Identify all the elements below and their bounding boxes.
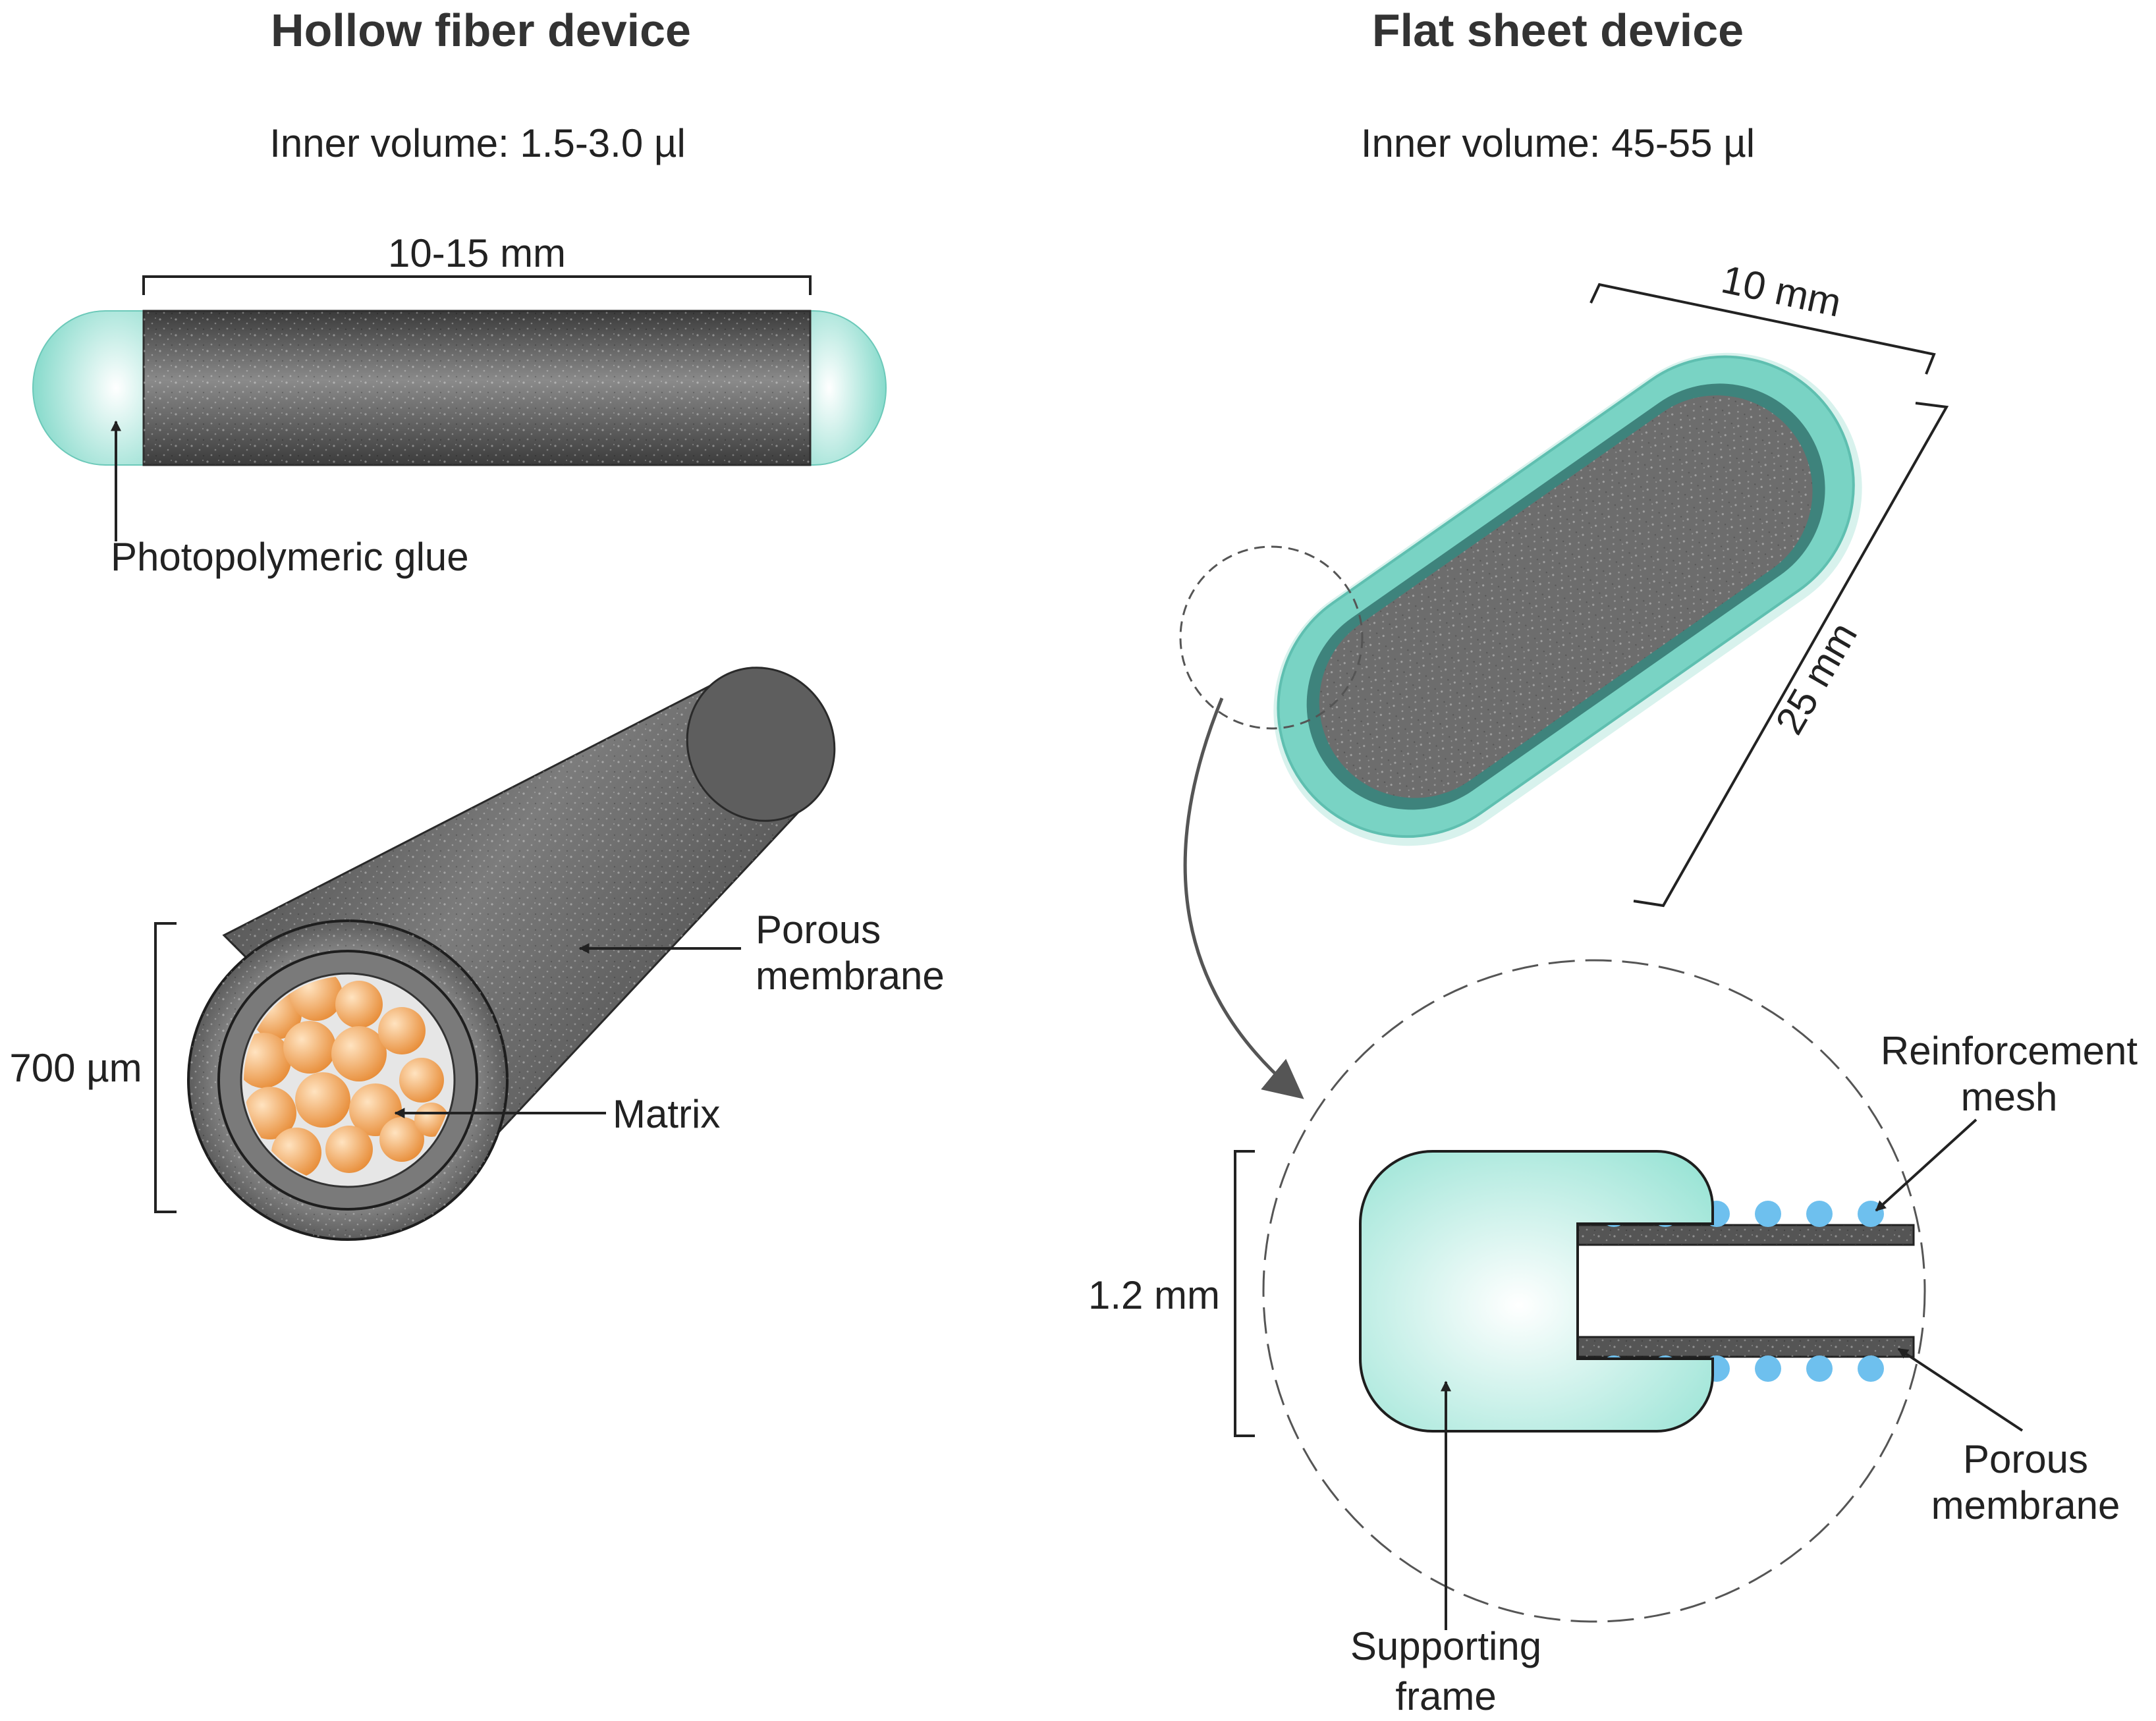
length-bracket-flat [1633,402,1949,908]
fiber-rod [32,310,887,466]
mesh-label-line2: mesh [1961,1075,2058,1119]
length-bracket [142,275,812,295]
width-label: 10 mm [1718,257,1845,325]
hollow-tube [187,667,836,1241]
diameter-label: 700 µm [9,1046,142,1090]
diameter-bracket [154,922,177,1213]
frame-label-line2: frame [1395,1674,1496,1718]
glue-label: Photopolymeric glue [111,535,469,579]
zoom-circle [1262,959,1926,1623]
hollow-fiber-title: Hollow fiber device [271,5,691,56]
flat-sheet-device [1273,352,1862,846]
flat-membrane-label-line1: Porous [1963,1437,2088,1481]
flat-membrane-pointer [1897,1348,2024,1432]
flat-sheet-volume: Inner volume: 45-55 µl [1361,121,1755,165]
membrane-label-line2: membrane [756,954,945,998]
membrane-label-line1: Porous [756,908,881,952]
mesh-pointer [1875,1118,1977,1212]
flat-membrane-label-line2: membrane [1931,1483,2120,1527]
flat-sheet-title: Flat sheet device [1372,5,1744,56]
tube-far-end [686,667,836,822]
supporting-frame [1359,1150,1714,1433]
frame-label-line1: Supporting [1350,1624,1541,1668]
mesh-label-line1: Reinforcement [1881,1029,2138,1073]
glue-cap-right [810,310,887,466]
flat-length-label: 25 mm [1767,615,1866,742]
cross-section [1570,1201,1915,1382]
matrix-beads [244,976,449,1178]
glue-cap-left [32,310,144,466]
length-label: 10-15 mm [388,231,566,275]
width-bracket [1589,283,1936,375]
hollow-fiber-volume: Inner volume: 1.5-3.0 µl [269,121,686,165]
thickness-label: 1.2 mm [1088,1273,1220,1317]
thickness-bracket [1234,1150,1255,1437]
detail-circle [1179,545,1364,730]
matrix-label: Matrix [613,1092,720,1136]
zoom-arrow [1183,697,1304,1099]
